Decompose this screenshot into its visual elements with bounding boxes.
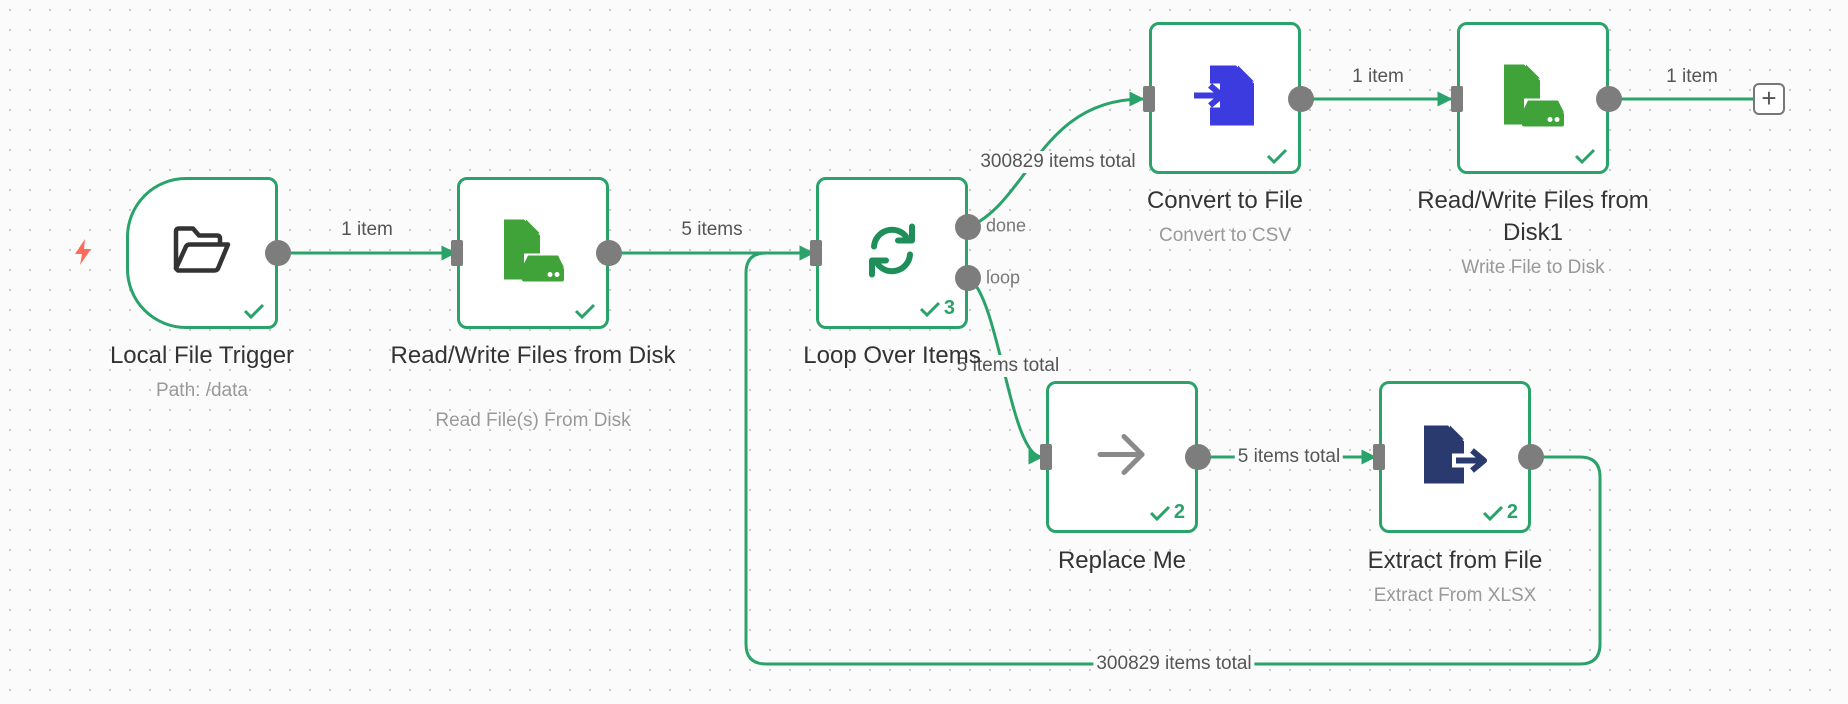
input-handle-read-files[interactable] — [451, 240, 463, 266]
edge-label-trigger-to-read: 1 item — [338, 219, 396, 241]
node-convert-to-file[interactable] — [1149, 22, 1301, 174]
success-status — [1266, 147, 1288, 165]
edge-label-loop-to-replace: 5 items total — [953, 355, 1063, 377]
node-title-convert-to-file: Convert to File — [1146, 187, 1304, 214]
trigger-bolt-icon — [75, 239, 91, 265]
check-icon — [1574, 148, 1596, 165]
port-label-loop: loop — [986, 267, 1021, 288]
run-count: 2 — [1506, 501, 1518, 523]
file-disk-icon — [500, 218, 566, 289]
output-handle-done[interactable] — [955, 214, 981, 240]
node-subtitle-extract-from-file: Extract From XLSX — [1373, 585, 1537, 606]
node-title-write-files: Read/Write Files from Disk1 — [1417, 187, 1649, 246]
check-icon — [1149, 505, 1170, 521]
check-icon — [1482, 505, 1503, 521]
node-read-files[interactable] — [457, 177, 609, 329]
port-label-done: done — [986, 215, 1027, 236]
node-title-extract-from-file: Extract from File — [1367, 547, 1543, 574]
node-title-replace-me: Replace Me — [1057, 547, 1187, 574]
node-extract-from-file[interactable]: 2 — [1379, 381, 1531, 533]
edge-label-read-to-loop: 5 items — [678, 219, 746, 241]
success-status — [1574, 147, 1596, 165]
check-icon — [919, 301, 940, 317]
output-handle-loop[interactable] — [955, 265, 981, 291]
node-subtitle-read-files: Read File(s) From Disk — [435, 410, 631, 431]
check-icon — [574, 303, 596, 320]
output-handle-local-file-trigger[interactable] — [265, 240, 291, 266]
node-loop-over-items[interactable]: 3 — [816, 177, 968, 329]
edge-label-convert-to-write: 1 item — [1349, 66, 1407, 88]
success-status — [574, 302, 596, 320]
output-handle-read-files[interactable] — [596, 240, 622, 266]
success-status — [243, 302, 265, 320]
node-replace-me[interactable]: 2 — [1046, 381, 1198, 533]
add-node-button[interactable]: + — [1753, 83, 1785, 115]
node-subtitle-write-files: Write File to Disk — [1461, 257, 1605, 278]
file-extract-icon — [1422, 424, 1488, 491]
edge-label-done-to-convert: 300829 items total — [977, 151, 1139, 173]
edge-label-extract-back-to-loop: 300829 items total — [1093, 653, 1255, 675]
run-count: 3 — [943, 297, 955, 319]
node-subtitle-local-file-trigger: Path: /data — [156, 380, 248, 401]
edge-label-replace-to-extract: 5 items total — [1234, 446, 1344, 468]
node-title-loop-over-items: Loop Over Items — [803, 342, 981, 369]
input-handle-write-files[interactable] — [1451, 86, 1463, 112]
node-local-file-trigger[interactable] — [126, 177, 278, 329]
node-subtitle-convert-to-file: Convert to CSV — [1159, 225, 1291, 246]
run-count: 2 — [1173, 501, 1185, 523]
input-handle-loop-over-items[interactable] — [810, 240, 822, 266]
arrow-right-icon — [1096, 432, 1148, 483]
node-write-files[interactable] — [1457, 22, 1609, 174]
file-convert-icon — [1192, 64, 1258, 133]
node-title-read-files: Read/Write Files from Disk — [390, 342, 676, 369]
output-handle-extract-from-file[interactable] — [1518, 444, 1544, 470]
output-handle-write-files[interactable] — [1596, 86, 1622, 112]
edge-label-write-out: 1 item — [1663, 66, 1721, 88]
success-status: 2 — [1482, 501, 1518, 524]
node-title-local-file-trigger: Local File Trigger — [109, 342, 295, 369]
file-disk-icon — [1500, 63, 1566, 134]
check-icon — [1266, 148, 1288, 165]
success-status: 2 — [1149, 501, 1185, 524]
loop-arrows-icon — [860, 219, 924, 288]
input-handle-convert-to-file[interactable] — [1143, 86, 1155, 112]
input-handle-replace-me[interactable] — [1040, 444, 1052, 470]
folder-open-icon — [171, 223, 233, 284]
output-handle-convert-to-file[interactable] — [1288, 86, 1314, 112]
input-handle-extract-from-file[interactable] — [1373, 444, 1385, 470]
output-handle-replace-me[interactable] — [1185, 444, 1211, 470]
check-icon — [243, 303, 265, 320]
success-status: 3 — [919, 297, 955, 320]
